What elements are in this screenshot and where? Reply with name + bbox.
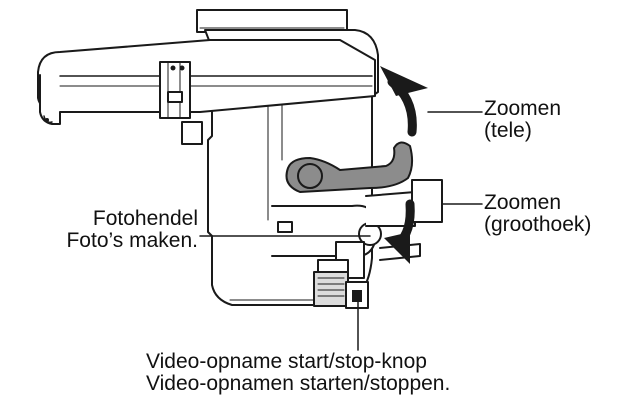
side-clip <box>181 121 203 145</box>
leader-lines <box>199 111 483 351</box>
zoom-tele-label-line1: Zoomen <box>484 97 562 120</box>
record-button-body <box>313 259 369 309</box>
photo-lever-label-line1: Fotohendel <box>92 207 198 230</box>
lens-barrel <box>37 39 376 125</box>
zoom-wide-label: Zoomen (groothoek) <box>484 192 591 236</box>
zoom-wide-arrow-icon <box>384 199 415 264</box>
zoom-tele-arrow-icon <box>380 66 428 137</box>
record-button-label: Video-opname start/stop-knop Video-opnam… <box>146 351 450 395</box>
record-button-label-line2: Video-opnamen starten/stoppen. <box>146 372 451 395</box>
zoom-wide-label-line2: (groothoek) <box>484 213 592 236</box>
photo-lever-label-line2: Foto’s maken. <box>66 229 198 252</box>
zoom-tele-label-line2: (tele) <box>484 119 532 142</box>
zoom-wide-label-line1: Zoomen <box>484 191 562 214</box>
zoom-tele-label: Zoomen (tele) <box>484 98 561 142</box>
photo-lever-label: Fotohendel Foto’s maken. <box>28 208 198 252</box>
top-cap <box>196 9 348 33</box>
record-button-label-line1: Video-opname start/stop-knop <box>146 350 427 373</box>
zoom-lever <box>285 141 414 193</box>
